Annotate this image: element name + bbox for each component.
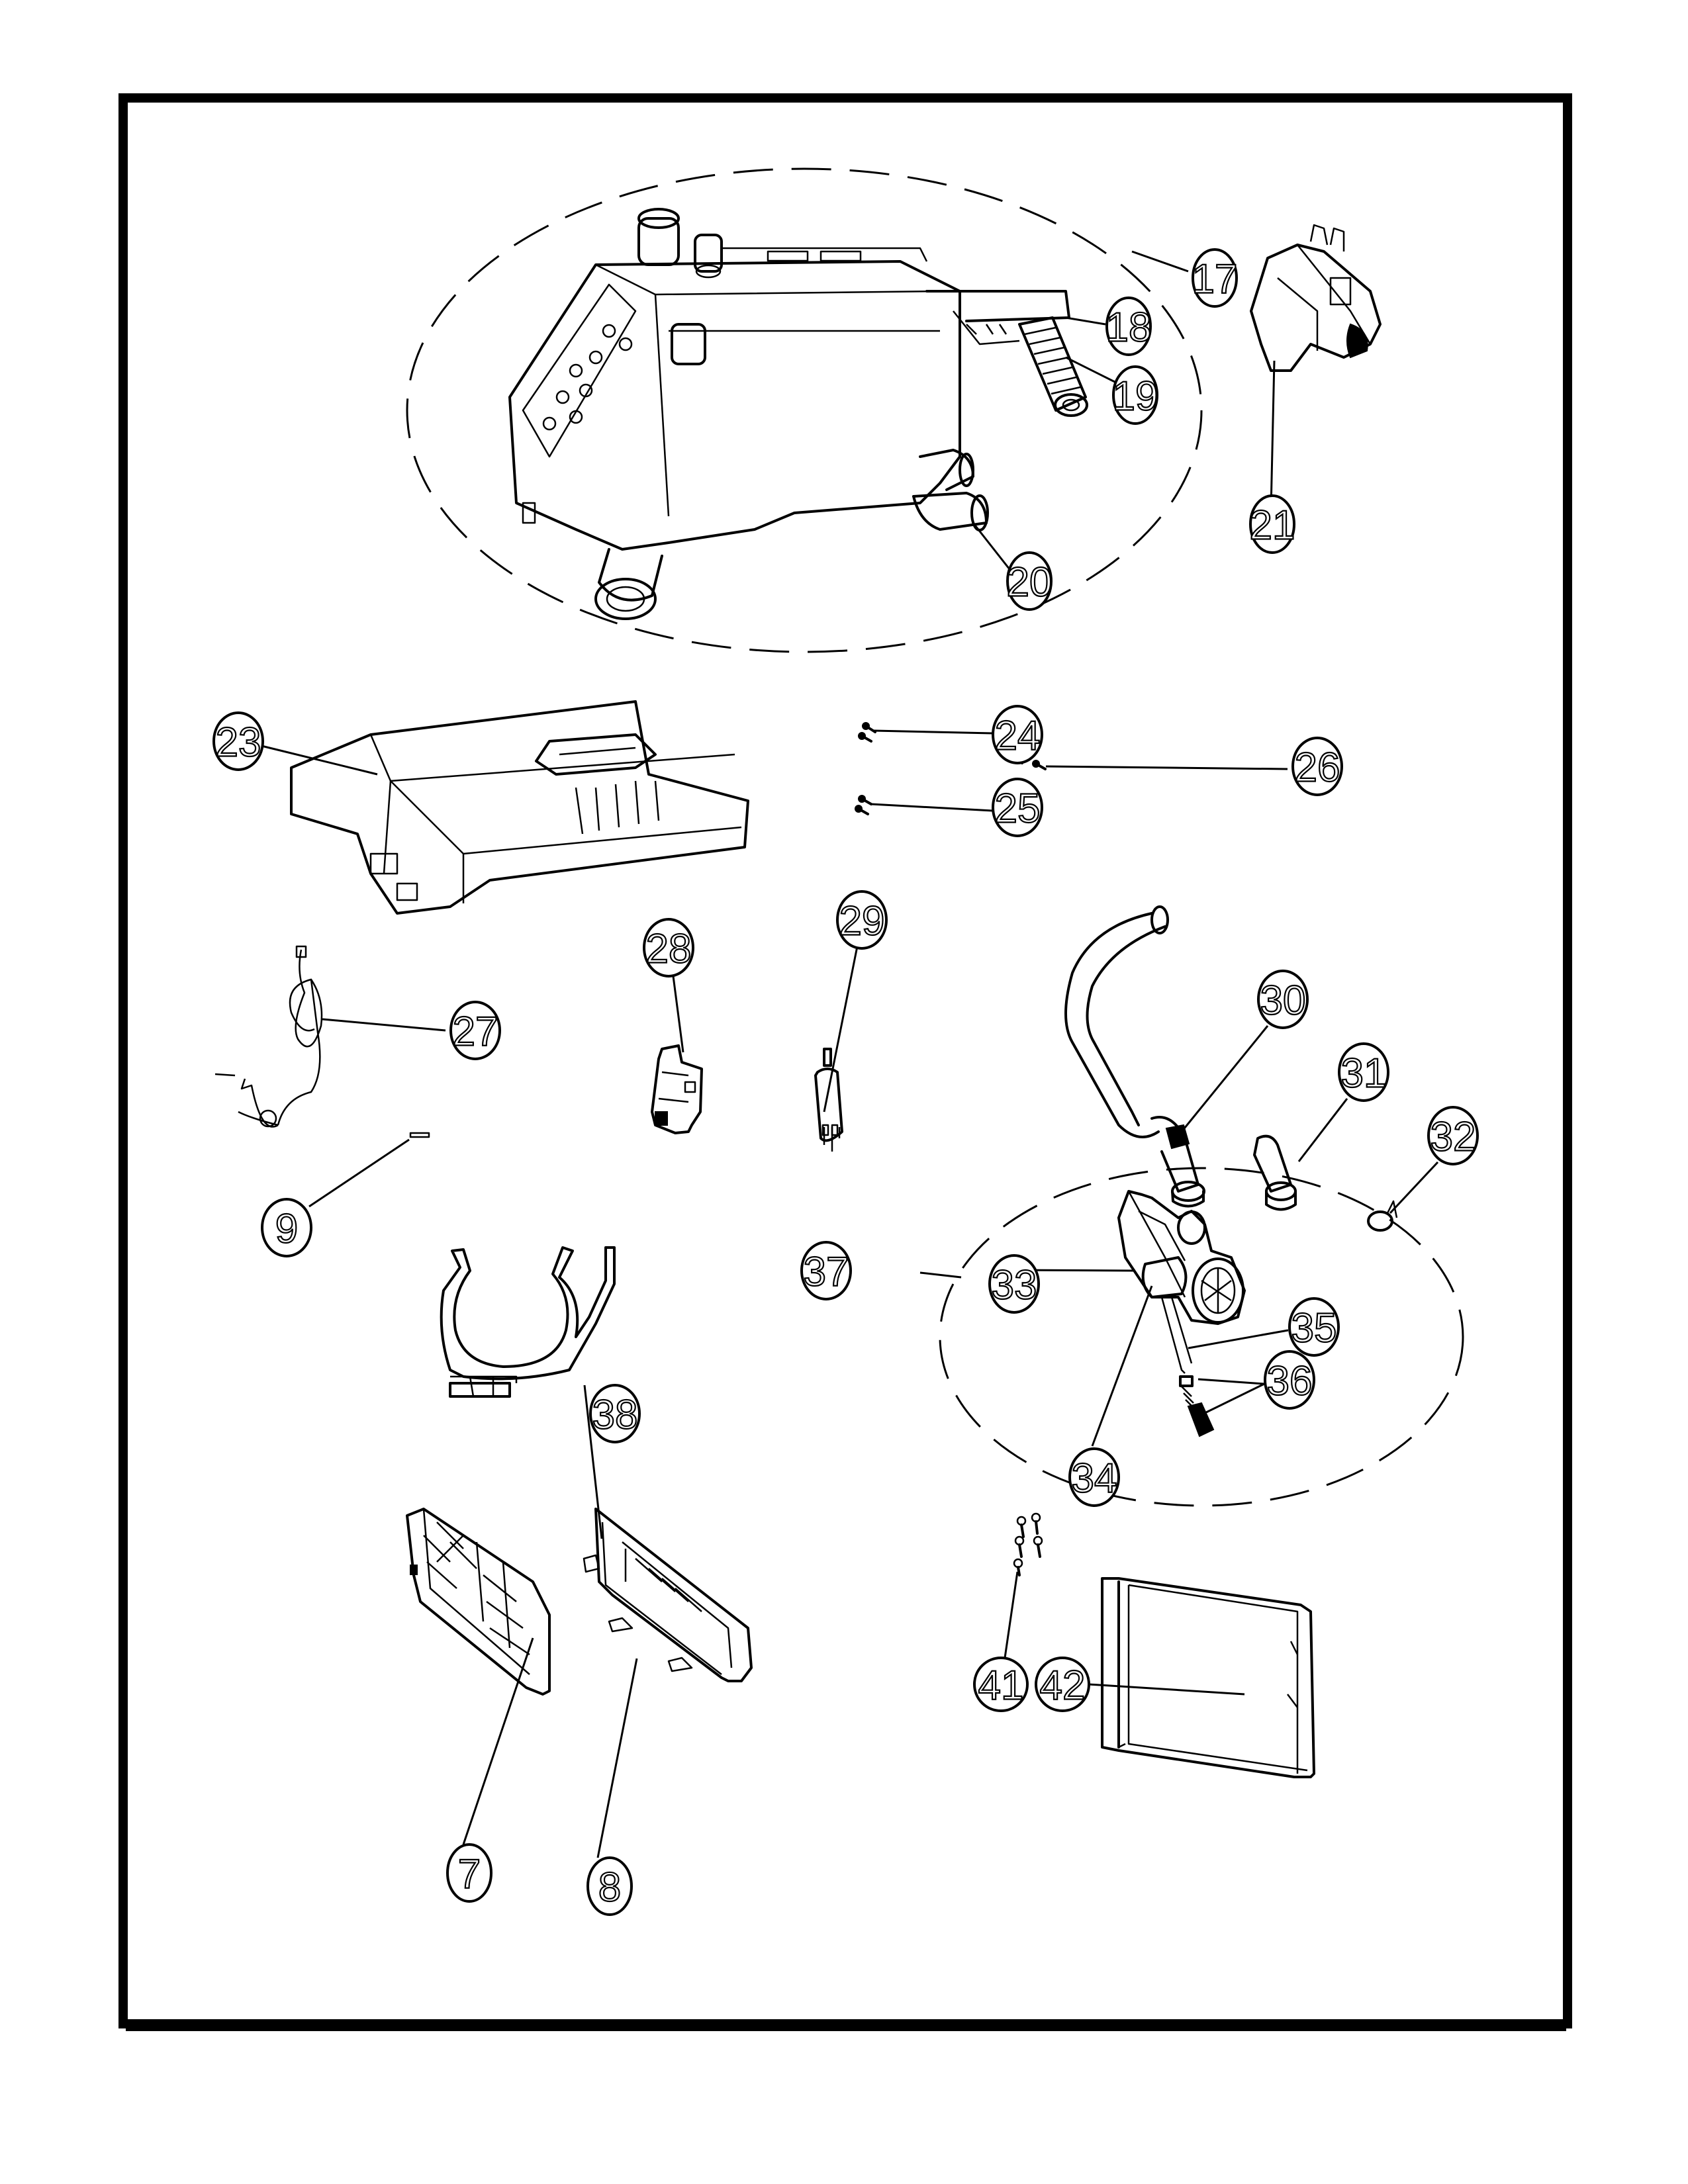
callout-41[interactable]: 41 (973, 1657, 1029, 1712)
callout-32[interactable]: 32 (1427, 1106, 1479, 1165)
side-panel-bracket-part[interactable] (583, 1508, 753, 1682)
svg-text:21: 21 (1250, 503, 1295, 549)
callout-18[interactable]: 18 (1105, 296, 1152, 356)
svg-text:36: 36 (1267, 1359, 1313, 1404)
callout-21[interactable]: 21 (1248, 494, 1296, 554)
callout-33[interactable]: 33 (988, 1254, 1040, 1314)
dispenser-drawer-part[interactable] (290, 700, 749, 915)
callout-38[interactable]: 38 (589, 1384, 641, 1443)
svg-text:32: 32 (1430, 1115, 1476, 1160)
callout-23[interactable]: 23 (212, 711, 264, 771)
door-frame-panel-part[interactable] (1101, 1577, 1315, 1778)
screws-25-part[interactable] (855, 795, 872, 815)
small-pin-part[interactable] (409, 1132, 430, 1138)
dispenser-housing-part[interactable] (508, 208, 1070, 620)
svg-text:24: 24 (995, 713, 1041, 759)
leader-lines (261, 250, 1439, 1858)
callout-27[interactable]: 27 (449, 1001, 501, 1060)
callout-19[interactable]: 19 (1111, 365, 1159, 425)
svg-text:7: 7 (458, 1852, 481, 1897)
callout-8[interactable]: 8 (586, 1856, 633, 1916)
screws-24-part[interactable] (858, 722, 876, 743)
svg-text:27: 27 (453, 1009, 498, 1055)
svg-text:34: 34 (1072, 1456, 1117, 1502)
svg-text:25: 25 (995, 786, 1041, 832)
svg-text:26: 26 (1295, 745, 1340, 791)
callout-7[interactable]: 7 (446, 1843, 492, 1903)
svg-text:17: 17 (1192, 257, 1238, 302)
pump-cap-spring-part[interactable] (1179, 1375, 1215, 1437)
group-17-boundary (406, 167, 1203, 653)
rear-panel-bracket-part[interactable] (406, 1508, 551, 1696)
bellows-hose-part[interactable] (1018, 316, 1088, 417)
callout-24[interactable]: 24 (992, 705, 1043, 764)
drain-pump-part[interactable] (1117, 1190, 1246, 1374)
door-lock-switch-part[interactable] (651, 1044, 703, 1134)
callout-25[interactable]: 25 (992, 778, 1043, 837)
svg-text:20: 20 (1007, 560, 1053, 606)
callout-17[interactable]: 17 (1191, 248, 1239, 308)
svg-text:8: 8 (598, 1865, 621, 1911)
callout-42[interactable]: 42 (1035, 1657, 1090, 1712)
hose-clip-part[interactable] (440, 1246, 616, 1398)
callout-29[interactable]: 29 (836, 890, 888, 950)
callout-36[interactable]: 36 (1264, 1350, 1315, 1410)
inlet-valve-part[interactable] (1250, 224, 1382, 372)
svg-text:42: 42 (1040, 1663, 1086, 1709)
callout-34[interactable]: 34 (1068, 1447, 1120, 1507)
pressure-sensor-part[interactable] (814, 1048, 843, 1152)
drain-hose-part[interactable] (1064, 905, 1205, 1208)
group-37-boundary (939, 1167, 1464, 1507)
svg-text:19: 19 (1113, 374, 1158, 420)
hose-elbow-part[interactable] (1253, 1134, 1297, 1211)
svg-text:18: 18 (1106, 305, 1152, 351)
diagram-frame (118, 93, 1572, 2028)
svg-text:28: 28 (646, 927, 692, 972)
svg-text:30: 30 (1260, 978, 1306, 1024)
svg-text:9: 9 (275, 1206, 298, 1252)
wire-harness-part[interactable] (214, 945, 323, 1128)
svg-text:31: 31 (1341, 1051, 1387, 1097)
callout-20[interactable]: 20 (1006, 551, 1053, 611)
callout-31[interactable]: 31 (1338, 1042, 1389, 1102)
hose-clamp-part[interactable] (1367, 1200, 1398, 1232)
svg-text:23: 23 (216, 720, 261, 766)
screws-41-part[interactable] (1013, 1512, 1043, 1576)
callout-35[interactable]: 35 (1288, 1297, 1340, 1357)
callout-37[interactable]: 37 (800, 1241, 852, 1300)
svg-text:35: 35 (1291, 1306, 1337, 1351)
svg-text:38: 38 (592, 1392, 638, 1438)
svg-text:33: 33 (992, 1263, 1037, 1308)
callout-28[interactable]: 28 (643, 918, 694, 978)
callout-9[interactable]: 9 (261, 1198, 312, 1257)
svg-text:29: 29 (839, 899, 885, 944)
svg-text:41: 41 (978, 1663, 1024, 1709)
callout-26[interactable]: 26 (1291, 737, 1343, 796)
svg-text:37: 37 (804, 1250, 849, 1295)
callout-30[interactable]: 30 (1257, 970, 1309, 1029)
